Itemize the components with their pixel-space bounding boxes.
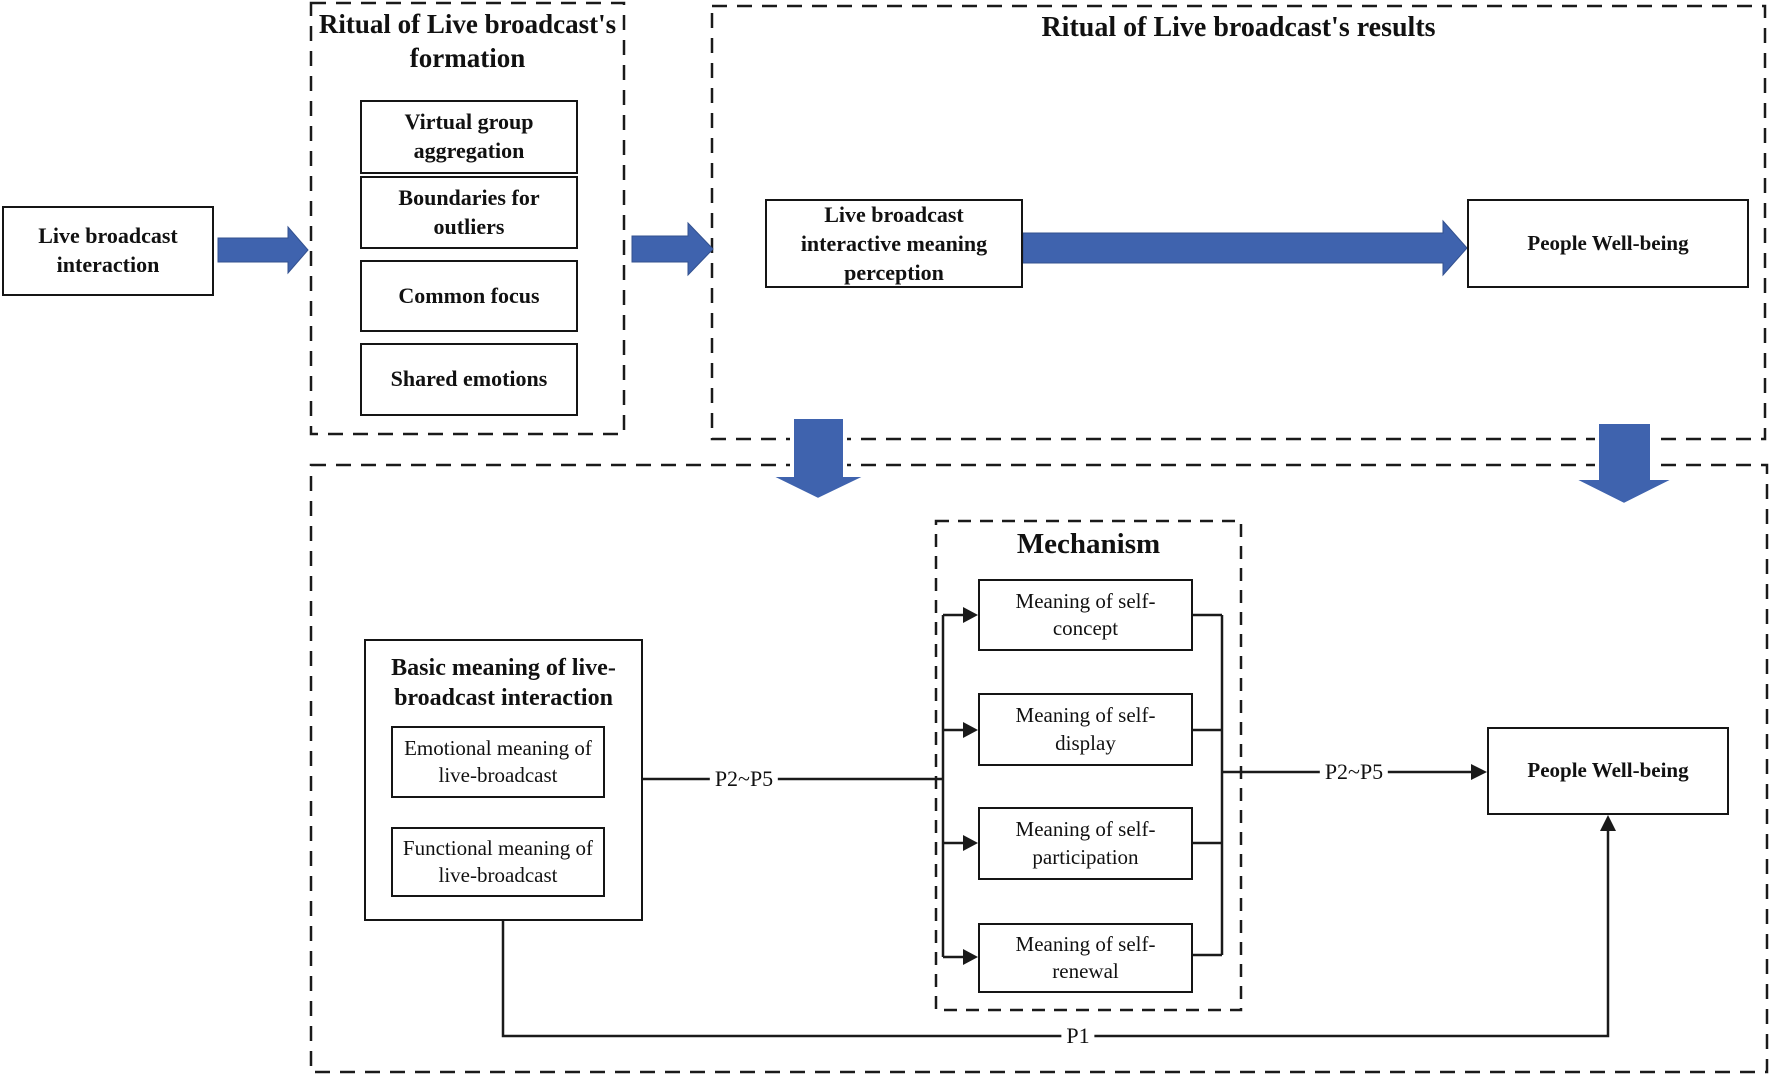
node-interactive-meaning-perception: Live broadcast interactive meaning perce… <box>765 199 1023 288</box>
mechanism-group-border <box>934 519 1243 1012</box>
node-shared-emotions: Shared emotions <box>360 343 578 416</box>
results-group-border <box>710 4 1767 441</box>
basic-meaning-title: Basic meaning of live-broadcast interact… <box>391 655 616 711</box>
node-functional-meaning: Functional meaning of live-broadcast <box>391 827 605 897</box>
node-meaning-self-concept: Meaning of self-concept <box>978 579 1193 651</box>
formation-group-title: Ritual of Live broadcast's formation <box>318 9 617 73</box>
blue-down-arrows <box>766 415 1679 508</box>
blue-arrows <box>217 219 1468 277</box>
arrow-meaning-to-wellbeing <box>1022 219 1468 277</box>
edge-p1 <box>501 826 1610 1038</box>
results-group-title: Ritual of Live broadcast's results <box>1041 12 1436 43</box>
arrow-live-to-formation <box>217 225 309 275</box>
formation-group-border <box>309 1 626 436</box>
arrowhead-to-wellbeing <box>1471 764 1487 780</box>
edge-label-p2-p5-right: P2~P5 <box>1319 759 1389 785</box>
down-arrow-right <box>1569 420 1679 508</box>
node-emotional-meaning: Emotional meaning of live-broadcast <box>391 726 605 798</box>
bottom-group-border <box>309 463 1769 1074</box>
black-arrowheads <box>963 607 1616 965</box>
node-meaning-self-participation: Meaning of self-participation <box>978 807 1193 880</box>
edge-label-p1: P1 <box>1061 1023 1095 1049</box>
arrowhead-p1-up <box>1600 815 1616 831</box>
node-people-wellbeing-top: People Well-being <box>1467 199 1749 288</box>
edge-label-p2-p5-left: P2~P5 <box>709 766 779 792</box>
node-boundaries-for-outliers: Boundaries for outliers <box>360 176 578 249</box>
down-arrow-left <box>766 415 871 503</box>
mechanism-group-title: Mechanism <box>1016 528 1161 560</box>
node-virtual-group-aggregation: Virtual group aggregation <box>360 100 578 174</box>
node-people-wellbeing-bottom: People Well-being <box>1487 727 1729 815</box>
node-live-broadcast-interaction: Live broadcast interaction <box>2 206 214 296</box>
arrow-formation-to-results <box>631 221 714 277</box>
black-connectors <box>501 613 1610 1038</box>
node-common-focus: Common focus <box>360 260 578 332</box>
node-meaning-self-display: Meaning of self-display <box>978 693 1193 766</box>
node-meaning-self-renewal: Meaning of self- renewal <box>978 923 1193 993</box>
